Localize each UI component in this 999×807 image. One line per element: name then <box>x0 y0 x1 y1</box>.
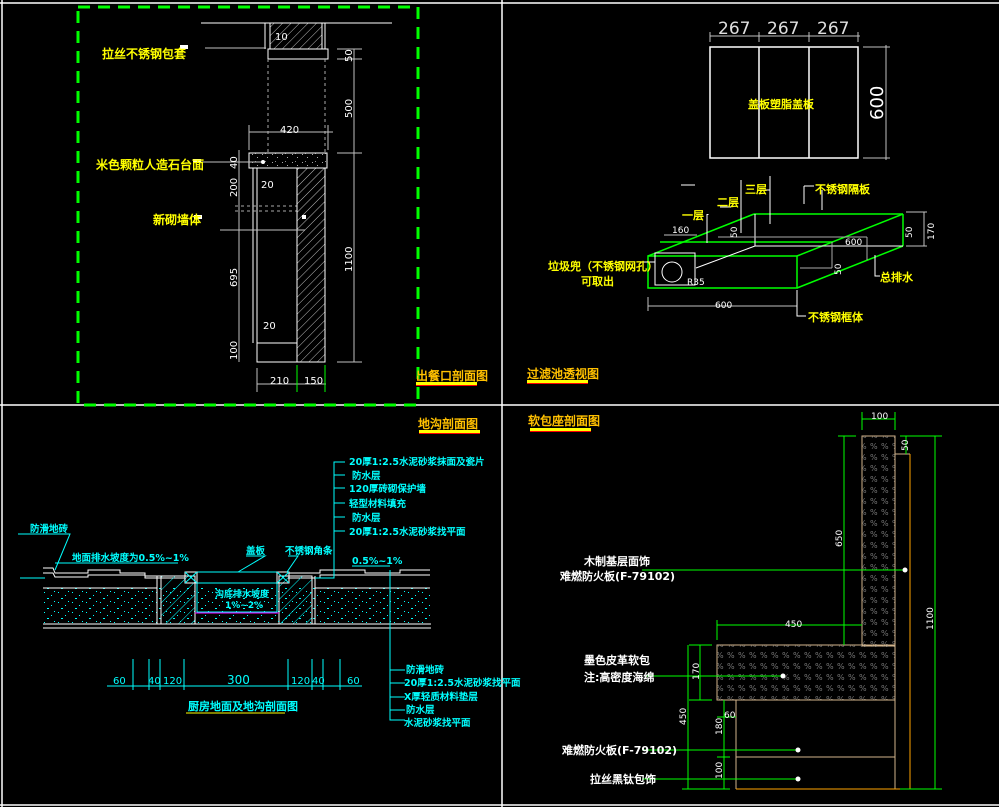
label-grate: 盖板 <box>246 545 266 557</box>
seat-dim-100-top: 100 <box>871 412 888 422</box>
dim-r35: R35 <box>687 278 705 288</box>
seat-dim-1100: 1100 <box>926 607 936 630</box>
label-anti-slip-tile: 防滑地砖 <box>30 523 69 535</box>
label-trench-slope-line1: 沟底排水坡度 <box>215 588 270 600</box>
stainless-cover <box>267 48 329 60</box>
dim-170: 170 <box>927 223 937 240</box>
trench-dim-4: 300 <box>227 673 250 687</box>
dim-10: 10 <box>275 32 288 43</box>
label-basket-line1: 垃圾兜（不锈钢网孔） <box>548 259 658 273</box>
layer-lower-3: X厚轻质材料垫层 <box>404 691 478 703</box>
layer-lower-4: 防水层 <box>406 704 435 716</box>
label-layer-1: 一层 <box>682 209 704 222</box>
cover-dim-3: 267 <box>817 19 849 39</box>
label-brushed-steel: 拉丝黑钛包饰 <box>590 772 656 786</box>
filter-box <box>647 213 904 289</box>
dim-50-b: 50 <box>834 263 844 275</box>
label-basket-line2: 可取出 <box>581 274 614 288</box>
seat-dim-100: 100 <box>715 762 725 779</box>
upper-wall <box>269 22 323 50</box>
label-stone-countertop: 米色颗粒人造石台面 <box>96 157 204 172</box>
trench-wall-right <box>278 575 313 625</box>
trench-wall-left <box>160 575 196 625</box>
layer-upper-6: 20厚1:2.5水泥砂浆找平面 <box>349 526 466 538</box>
layer-upper-3: 120厚砖砌保护墙 <box>349 483 426 495</box>
panel-upholstered-seat: 软包座剖面图 <box>528 412 942 790</box>
dim-420: 420 <box>280 125 299 136</box>
layer-lower-2: 20厚1:2.5水泥砂浆找平面 <box>404 677 521 689</box>
layer-lower-1: 防滑地砖 <box>406 664 445 676</box>
seat-dim-180: 180 <box>715 718 725 735</box>
trench-dim-5: 120 <box>291 676 310 687</box>
seat-dim-650: 650 <box>835 530 845 547</box>
layer-upper-4: 轻型材料填充 <box>349 498 407 510</box>
dim-210: 210 <box>270 376 289 387</box>
label-leather-line2: 注:高密度海绵 <box>584 670 654 684</box>
trench-dim-7: 60 <box>347 676 360 687</box>
cover-dim-1: 267 <box>718 19 750 39</box>
seat-dim-450-horizontal: 450 <box>785 620 802 630</box>
subtitle-kitchen-trench: 厨房地面及地沟剖面图 <box>188 699 298 713</box>
dim-500: 500 <box>344 99 355 118</box>
layer-upper-2: 防水层 <box>352 470 381 482</box>
trench-grate <box>184 571 290 584</box>
new-wall <box>296 167 326 363</box>
cover-plate <box>709 46 859 159</box>
layer-upper-1: 20厚1:2.5水泥砂浆抹面及瓷片 <box>349 456 484 468</box>
label-new-wall: 新砌墙体 <box>153 212 202 227</box>
backrest-panel <box>861 435 896 647</box>
dim-1100: 1100 <box>344 247 355 272</box>
seat-dim-50: 50 <box>901 439 911 451</box>
trench-dim-3: 120 <box>163 676 182 687</box>
cover-dim-height: 600 <box>867 86 888 120</box>
title-trench-section: 地沟剖面图 <box>418 416 478 431</box>
label-layer-2: 二层 <box>717 196 739 209</box>
label-wood-base-line1: 木制基层面饰 <box>583 554 650 568</box>
dim-20-top: 20 <box>261 180 274 191</box>
panel-filter-perspective: 267 267 267 600 盖板塑脂盖板 <box>527 19 937 384</box>
panel-trench-section: 地沟剖面图 沟底排水坡度 1%~2% <box>18 416 521 729</box>
label-trench-slope-line2: 1%~2% <box>225 601 263 611</box>
label-fireboard: 难燃防火板(F-79102) <box>561 743 677 757</box>
dim-160: 160 <box>672 226 689 236</box>
dim-150: 150 <box>304 376 323 387</box>
dim-200: 200 <box>229 178 240 197</box>
label-wood-base-line2: 难燃防火板(F-79102) <box>559 569 675 583</box>
label-leather-line1: 墨色皮革软包 <box>584 653 650 667</box>
seat-dim-450-vertical: 450 <box>679 708 689 725</box>
title-upholstered-seat: 软包座剖面图 <box>528 413 600 428</box>
seat-dim-170: 170 <box>692 663 702 680</box>
stone-countertop <box>248 152 328 169</box>
layer-upper-5: 防水层 <box>352 512 381 524</box>
cover-dim-2: 267 <box>767 19 799 39</box>
label-floor-slope: 地面排水坡度为0.5%~1% <box>72 552 189 564</box>
label-partition: 不锈钢隔板 <box>815 182 871 196</box>
label-cover-plate: 盖板塑脂盖板 <box>748 97 815 111</box>
dim-50-a: 50 <box>730 226 740 238</box>
panel-counter-section: 拉丝不锈钢包套 米色颗粒人造石台面 新砌墙体 10 420 20 20 210 … <box>76 5 488 407</box>
dim-695: 695 <box>229 268 240 287</box>
viewport-border <box>76 5 420 407</box>
dim-600-width: 600 <box>715 301 732 311</box>
dim-100: 100 <box>229 341 240 360</box>
label-drain: 总排水 <box>880 270 914 284</box>
trench-dim-6: 40 <box>312 676 325 687</box>
label-layer-3: 三层 <box>745 183 767 196</box>
trench-dim-2: 40 <box>148 676 161 687</box>
label-frame: 不锈钢框体 <box>808 310 864 324</box>
dim-50-c: 50 <box>905 226 915 238</box>
layer-lower-5: 水泥砂浆找平面 <box>404 717 471 729</box>
dim-50: 50 <box>344 49 355 62</box>
dim-600-depth: 600 <box>845 238 862 248</box>
dim-20-bottom: 20 <box>263 321 276 332</box>
label-stainless-edge: 不锈钢角条 <box>285 545 333 557</box>
title-filter-perspective: 过滤池透视图 <box>527 366 599 381</box>
seat-dim-60: 60 <box>724 711 736 721</box>
seat-cushion <box>716 644 896 701</box>
title-counter-section: 出餐口剖面图 <box>416 368 488 383</box>
label-slope-right: 0.5%~1% <box>352 556 403 567</box>
dim-40: 40 <box>229 156 240 169</box>
label-stainless-cover: 拉丝不锈钢包套 <box>102 46 187 61</box>
trench-dim-1: 60 <box>113 676 126 687</box>
